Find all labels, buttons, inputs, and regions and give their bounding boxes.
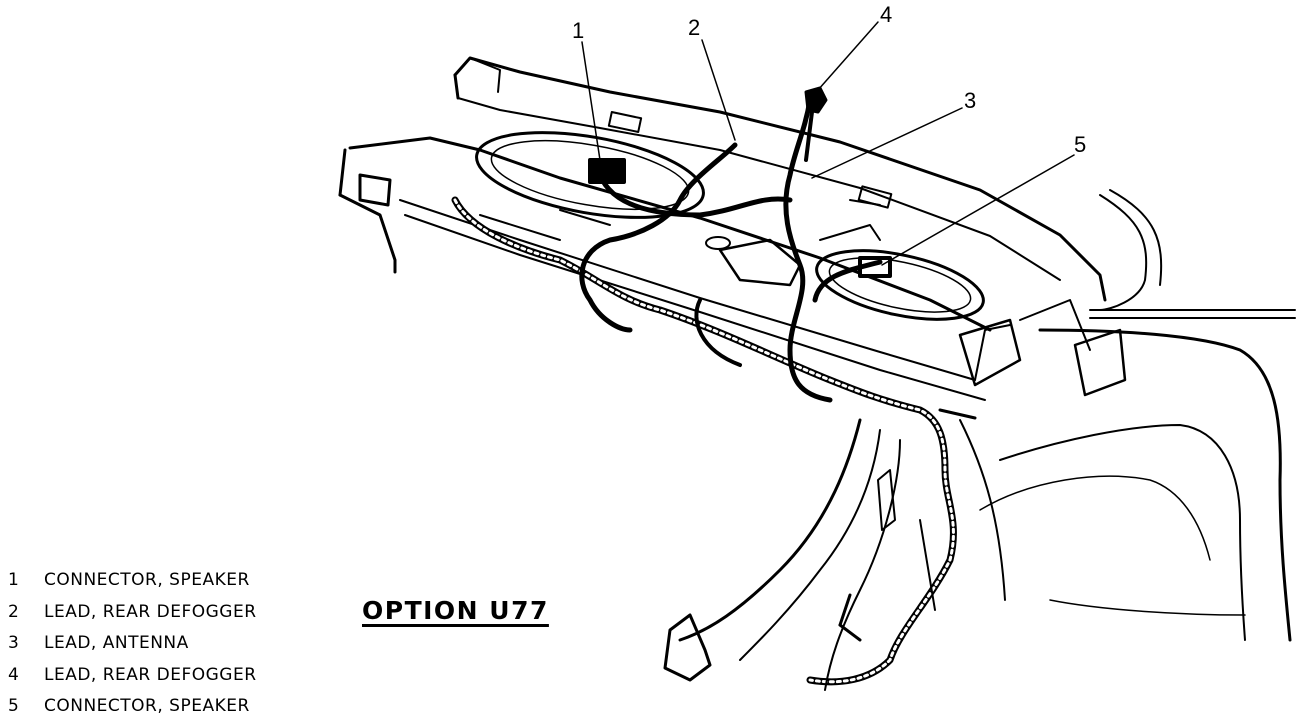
legend-number: 2 (8, 601, 20, 622)
legend-text: CONNECTOR, SPEAKER (44, 696, 250, 716)
callout-5: 5 (1074, 132, 1086, 157)
legend-item: 4 LEAD, REAR DEFOGGER (8, 660, 338, 692)
lower-pillar (678, 418, 862, 642)
leader-line-3 (811, 107, 963, 179)
legend-number: 1 (8, 570, 20, 590)
legend-text: LEAD, REAR DEFOGGER (44, 664, 257, 685)
legend-item: 2 LEAD, REAR DEFOGGER (8, 597, 338, 629)
leader-line-2 (701, 39, 736, 141)
callout-2: 2 (688, 15, 700, 40)
right-speaker (815, 249, 985, 321)
leader-line-1 (581, 41, 601, 161)
option-title: OPTION U77 (362, 596, 549, 625)
legend-number: 3 (8, 633, 20, 653)
legend-text: CONNECTOR, SPEAKER (44, 570, 250, 590)
legend-text: LEAD, REAR DEFOGGER (44, 601, 257, 622)
legend-item: 1 CONNECTOR, SPEAKER (8, 565, 338, 597)
leader-line-5 (881, 154, 1075, 266)
defogger-lead-4 (804, 86, 828, 114)
legend-item: 3 LEAD, ANTENNA (8, 628, 338, 660)
quarter-panel (1099, 194, 1148, 311)
rear-shelf-outline (453, 56, 1107, 302)
callout-3: 3 (964, 88, 976, 113)
leader-line-4 (817, 21, 879, 91)
speaker-connector-1 (588, 158, 626, 184)
callout-4: 4 (880, 2, 892, 27)
callout-1: 1 (572, 18, 584, 43)
legend-number: 4 (8, 664, 20, 685)
legend-number: 5 (8, 696, 20, 716)
rear-panel (348, 136, 992, 332)
legend-text: LEAD, ANTENNA (44, 633, 189, 653)
legend-item: 5 CONNECTOR, SPEAKER (8, 691, 338, 723)
